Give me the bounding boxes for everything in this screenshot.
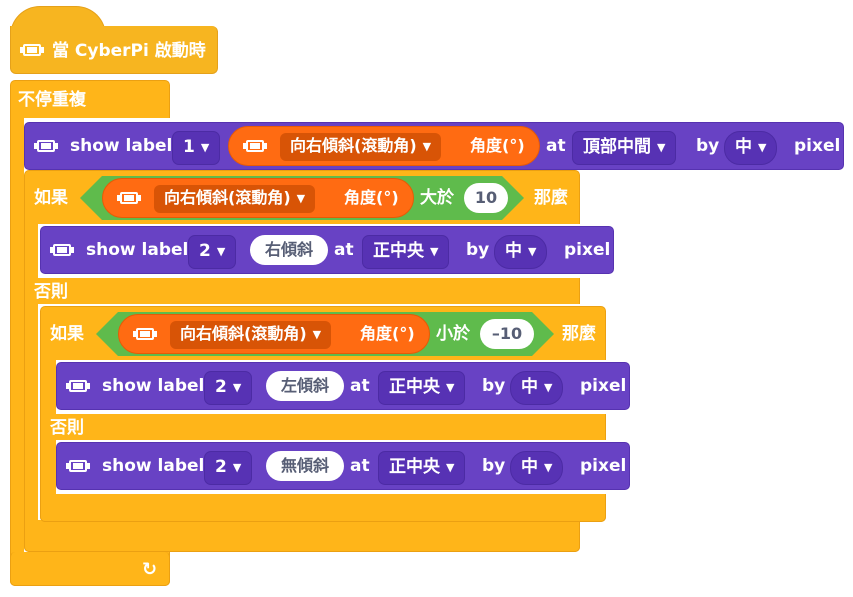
- if2-value-input[interactable]: –10: [480, 319, 534, 349]
- cyberpi-icon: [34, 139, 58, 153]
- show2-label: show label: [86, 240, 189, 260]
- show4-text-input[interactable]: 無傾斜: [266, 451, 344, 481]
- show1-sensor-dropdown[interactable]: 向右傾斜(滾動角)▼: [280, 133, 442, 161]
- show2-size-dropdown[interactable]: 中▼: [494, 235, 548, 269]
- show1-sensor-unit: 角度(°): [470, 136, 525, 155]
- if2-sensor-dropdown[interactable]: 向右傾斜(滾動角)▼: [170, 321, 332, 349]
- show1-position-dropdown[interactable]: 頂部中間▼: [572, 131, 677, 165]
- if2-sensor-unit: 角度(°): [360, 324, 415, 343]
- if1-sensor-unit: 角度(°): [344, 188, 399, 207]
- show4-label: show label: [102, 456, 205, 476]
- show4-by-label: by: [482, 456, 506, 476]
- cyberpi-icon: [66, 459, 90, 473]
- if1-bottom-arm: [24, 520, 580, 552]
- show4-at-label: at: [350, 456, 370, 476]
- if2-then-label: 那麼: [562, 324, 596, 344]
- cyberpi-icon: [117, 191, 141, 205]
- show3-by-label: by: [482, 376, 506, 396]
- if2-operator-label: 小於: [436, 324, 470, 344]
- show1-size-dropdown[interactable]: 中▼: [724, 131, 778, 165]
- show3-at-label: at: [350, 376, 370, 396]
- show4-position-dropdown[interactable]: 正中央▼: [378, 451, 466, 485]
- loop-arrow-icon: ↻: [142, 559, 158, 580]
- show3-position-dropdown[interactable]: 正中央▼: [378, 371, 466, 405]
- event-hat-block[interactable]: [10, 26, 218, 74]
- hat-label: 當 CyberPi 啟動時: [52, 41, 206, 61]
- forever-label: 不停重複: [18, 90, 86, 110]
- if2-else-label: 否則: [50, 418, 84, 438]
- show3-text-input[interactable]: 左傾斜: [266, 371, 344, 401]
- if1-value-input[interactable]: 10: [464, 183, 508, 213]
- cyberpi-icon: [66, 379, 90, 393]
- show3-label: show label: [102, 376, 205, 396]
- cyberpi-icon: [133, 327, 157, 341]
- show2-by-label: by: [466, 240, 490, 260]
- show2-at-label: at: [334, 240, 354, 260]
- show1-at-label: at: [546, 136, 566, 156]
- show4-slot-dropdown[interactable]: 2▼: [204, 451, 253, 485]
- cyberpi-icon: [243, 139, 267, 153]
- show1-slot-dropdown[interactable]: 1▼: [172, 131, 221, 165]
- if1-operator-label: 大於: [420, 188, 454, 208]
- show3-slot-dropdown[interactable]: 2▼: [204, 371, 253, 405]
- show3-pixel-label: pixel: [580, 376, 627, 396]
- show1-pixel-label: pixel: [794, 136, 841, 156]
- show2-pixel-label: pixel: [564, 240, 611, 260]
- if2-bottom-arm: [40, 494, 606, 522]
- show2-text-input[interactable]: 右傾斜: [250, 235, 328, 265]
- show4-size-dropdown[interactable]: 中▼: [510, 451, 564, 485]
- if1-if-label: 如果: [34, 188, 68, 208]
- show2-position-dropdown[interactable]: 正中央▼: [362, 235, 450, 269]
- forever-bottom-arm: [10, 552, 170, 586]
- show1-label: show label: [70, 136, 173, 156]
- cyberpi-icon: [50, 243, 74, 257]
- if1-sensor-dropdown[interactable]: 向右傾斜(滾動角)▼: [154, 185, 316, 213]
- if1-then-label: 那麼: [534, 188, 568, 208]
- show3-size-dropdown[interactable]: 中▼: [510, 371, 564, 405]
- show4-pixel-label: pixel: [580, 456, 627, 476]
- show1-by-label: by: [696, 136, 720, 156]
- if1-else-label: 否則: [34, 282, 68, 302]
- cyberpi-icon: [20, 43, 44, 57]
- show2-slot-dropdown[interactable]: 2▼: [188, 235, 237, 269]
- if2-if-label: 如果: [50, 324, 84, 344]
